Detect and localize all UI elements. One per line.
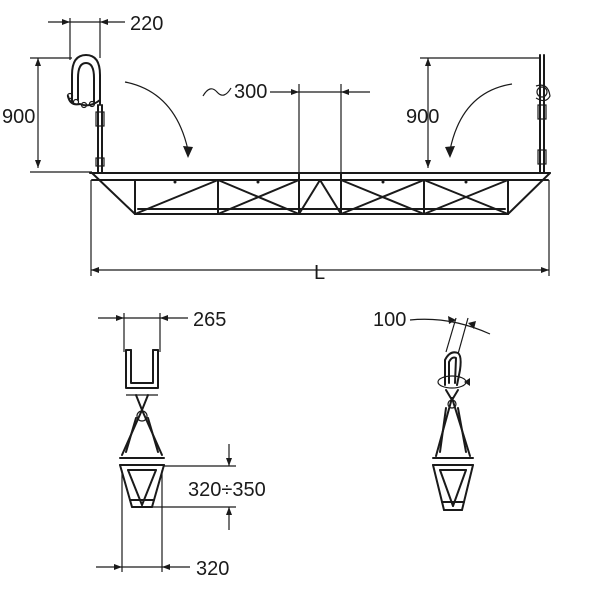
dimension-220 xyxy=(48,18,125,60)
platform-truss-side-view xyxy=(89,172,551,215)
right-stirrup xyxy=(535,54,551,173)
label-265: 265 xyxy=(193,309,226,331)
label-length: L xyxy=(314,262,325,284)
dimension-320-350 xyxy=(152,444,236,530)
left-stirrup xyxy=(30,54,105,173)
end-view-rotated xyxy=(432,351,474,511)
rotation-arrow-left xyxy=(124,81,193,158)
rotation-arrow-right xyxy=(445,83,513,158)
dimension-length xyxy=(90,180,550,276)
end-view-front xyxy=(119,349,165,508)
dimension-900-right xyxy=(420,57,540,168)
label-320: 320 xyxy=(196,558,229,580)
label-900-left: 900 xyxy=(2,106,35,128)
label-220: 220 xyxy=(130,13,163,35)
dimension-320 xyxy=(96,470,190,572)
label-300: 300 xyxy=(234,81,267,103)
dimension-100 xyxy=(409,316,491,355)
label-100: 100 xyxy=(373,309,406,331)
dimension-300 xyxy=(202,84,370,172)
label-900-right: 900 xyxy=(406,106,439,128)
label-320-350: 320÷350 xyxy=(188,479,266,501)
dimension-265 xyxy=(98,313,188,352)
dimension-900-left xyxy=(30,57,72,168)
